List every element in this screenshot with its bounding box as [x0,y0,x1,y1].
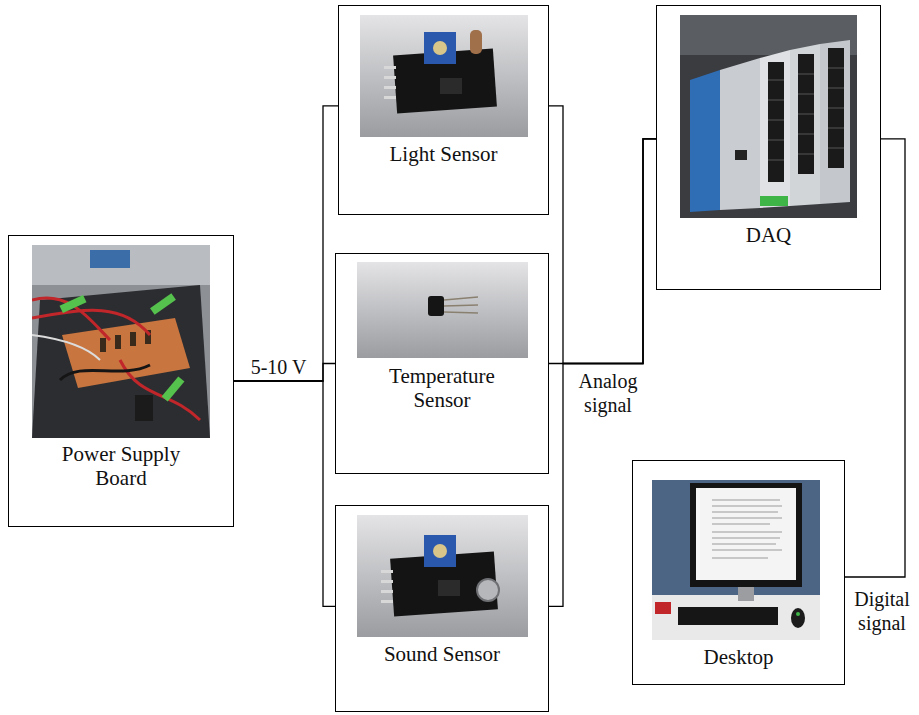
node-label: Power Supply Board [36,442,206,490]
sensor-box: Sound Sensor [335,505,549,712]
sensor-box: Temperature Sensor [335,253,549,474]
node-label: Light Sensor [344,142,544,166]
sound-sensor-photo [357,515,528,637]
wire-label: Digital signal [849,587,915,635]
desktop-photo [652,480,820,640]
sensor-box: Light Sensor [338,5,549,215]
signal-wire [549,139,656,364]
node-label: DAQ [669,223,869,247]
signal-wire [234,381,335,606]
computer-box: Desktop [632,460,845,685]
daq-box: DAQ [656,5,881,290]
signal-wire [549,139,656,606]
signal-wire [845,139,905,577]
wire-label: 5-10 V [238,355,319,379]
light-sensor-photo [360,15,528,137]
signal-wire [234,106,338,381]
daq-photo [680,15,857,218]
signal-wire [549,106,656,364]
power-board-photo [32,245,210,438]
wire-label: Analog signal [568,369,648,417]
temperature-sensor-photo [357,262,528,358]
node-label: Sound Sensor [342,642,542,666]
node-label: Desktop [639,645,839,669]
power-supply-box: Power Supply Board [8,235,234,527]
node-label: Temperature Sensor [367,364,517,412]
